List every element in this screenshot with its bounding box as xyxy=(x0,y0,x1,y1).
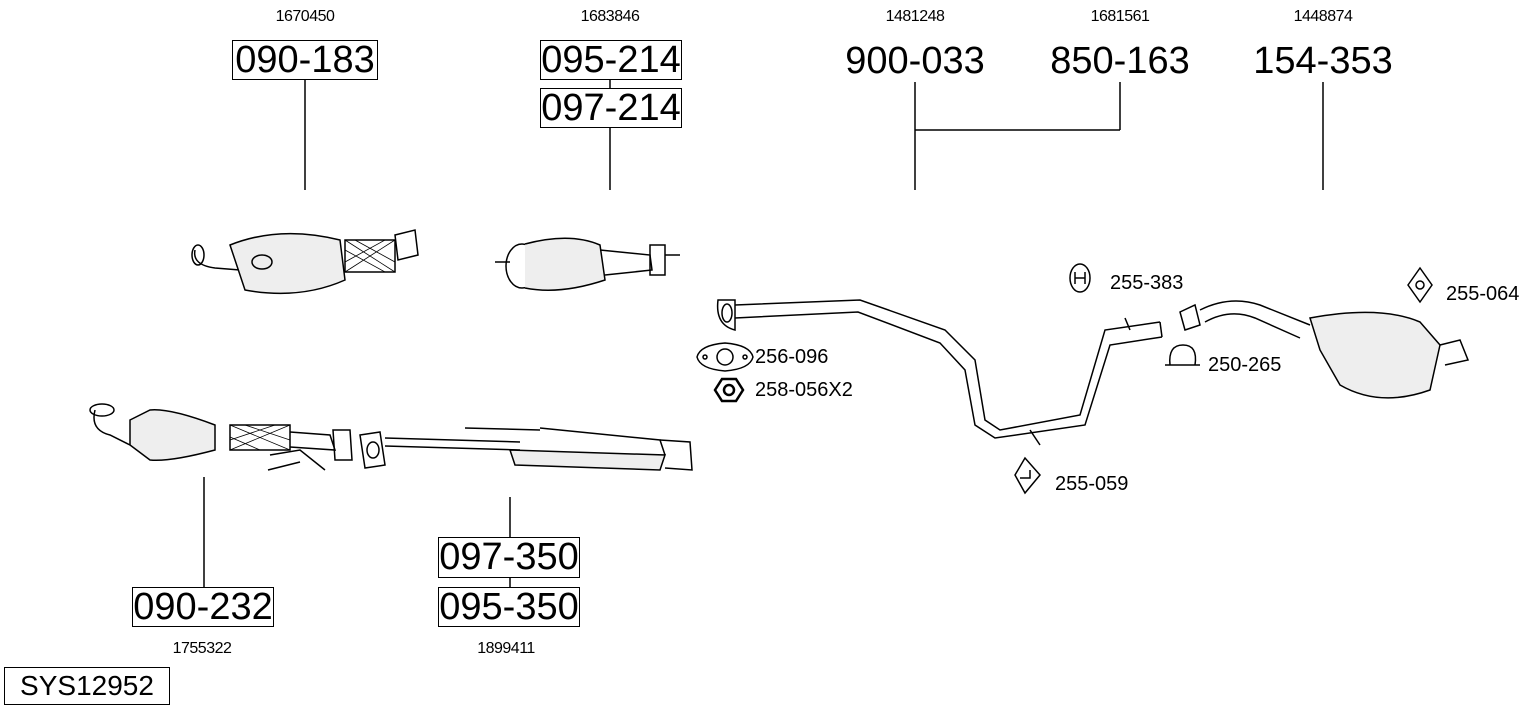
part-ref-number: 1670450 xyxy=(275,8,335,25)
accessory-label-rubber-mount[interactable]: 255-383 xyxy=(1110,272,1184,294)
rubber-mount-icon xyxy=(1407,266,1433,304)
leader-lines xyxy=(203,80,1324,587)
accessory-label-nut[interactable]: 258-056X2 xyxy=(755,379,853,401)
system-id-box: SYS12952 xyxy=(4,667,170,705)
part-ref-number: 1481248 xyxy=(885,8,945,25)
part-code-box[interactable]: 097-350 xyxy=(438,536,580,578)
front-pipe-drawing xyxy=(359,427,693,471)
part-code-box[interactable]: 097-214 xyxy=(540,87,682,129)
clamp-icon xyxy=(1165,344,1200,366)
part-code-box[interactable]: 090-183 xyxy=(232,40,378,80)
part-ref-number: 1448874 xyxy=(1293,8,1353,25)
part-code-box[interactable]: 095-214 xyxy=(540,39,682,81)
front-catalyst-drawing xyxy=(191,229,419,295)
part-ref-number: 1681561 xyxy=(1090,8,1150,25)
part-code-box[interactable]: 095-350 xyxy=(438,586,580,628)
part-code-box[interactable]: 090-232 xyxy=(132,586,274,628)
gasket-icon xyxy=(696,342,754,372)
accessory-label-gasket[interactable]: 256-096 xyxy=(755,346,829,368)
middle-pipe-drawing xyxy=(716,299,1163,446)
dpf-drawing xyxy=(495,237,680,291)
part-code[interactable]: 850-163 xyxy=(1050,40,1190,82)
part-ref-number: 1683846 xyxy=(580,8,640,25)
part-code[interactable]: 900-033 xyxy=(845,40,985,82)
lower-catalyst-drawing xyxy=(89,403,353,471)
nut-icon xyxy=(713,377,745,403)
part-code[interactable]: 154-353 xyxy=(1253,40,1393,82)
accessory-label-rubber-mount[interactable]: 255-064 xyxy=(1446,283,1520,305)
rear-silencer-drawing xyxy=(1179,300,1470,399)
part-ref-number: 1899411 xyxy=(477,640,535,657)
accessory-label-clamp[interactable]: 250-265 xyxy=(1208,354,1282,376)
rubber-mount-icon xyxy=(1069,263,1091,293)
accessory-label-rubber-mount[interactable]: 255-059 xyxy=(1055,473,1129,495)
rubber-mount-icon xyxy=(1014,456,1041,495)
part-ref-number: 1755322 xyxy=(172,640,232,657)
